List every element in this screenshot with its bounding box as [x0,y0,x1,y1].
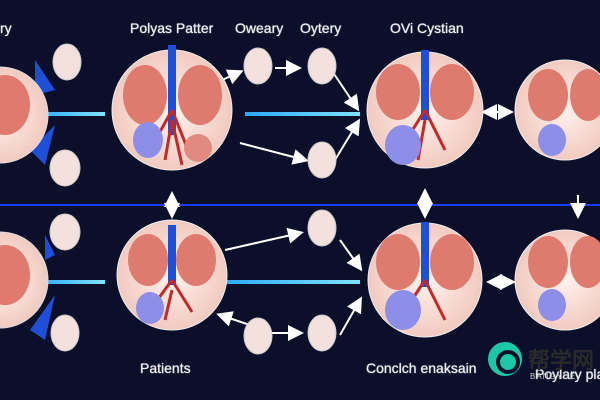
watermark-logo-icon [487,342,522,376]
organ-circle-top-left [0,66,49,164]
watermark-brand: 帮学网 [527,348,594,373]
ovary-ovals [49,43,337,355]
watermark: 帮学网 BANGYUE [487,342,594,381]
label-poylary: Poylary pla [535,366,600,382]
label-conclusion: Conclch enaksain [366,360,477,376]
label-oweary: Oweary [235,20,284,36]
organ-circle-top-right [366,50,484,169]
organ-circle-bottom-right [367,222,483,338]
organ-circle-bottom-left [0,231,49,329]
label-top-left-fragment: ry [0,20,12,36]
organ-circle-bottom-far-right [514,229,600,331]
organ-circle-bottom-center [116,219,228,331]
label-polyas-pattern: Polyas Patter [130,20,214,36]
label-oytery: Oytery [300,20,342,36]
organ-circle-top-center [111,45,233,171]
organ-circle-top-far-right [514,59,600,161]
label-patients: Patients [140,360,191,376]
label-ovi-cystian: OVi Cystian [390,20,464,36]
blue-pointers [30,60,55,340]
cyan-connectors [35,112,360,284]
watermark-subtitle: BANGYUE [529,372,577,381]
